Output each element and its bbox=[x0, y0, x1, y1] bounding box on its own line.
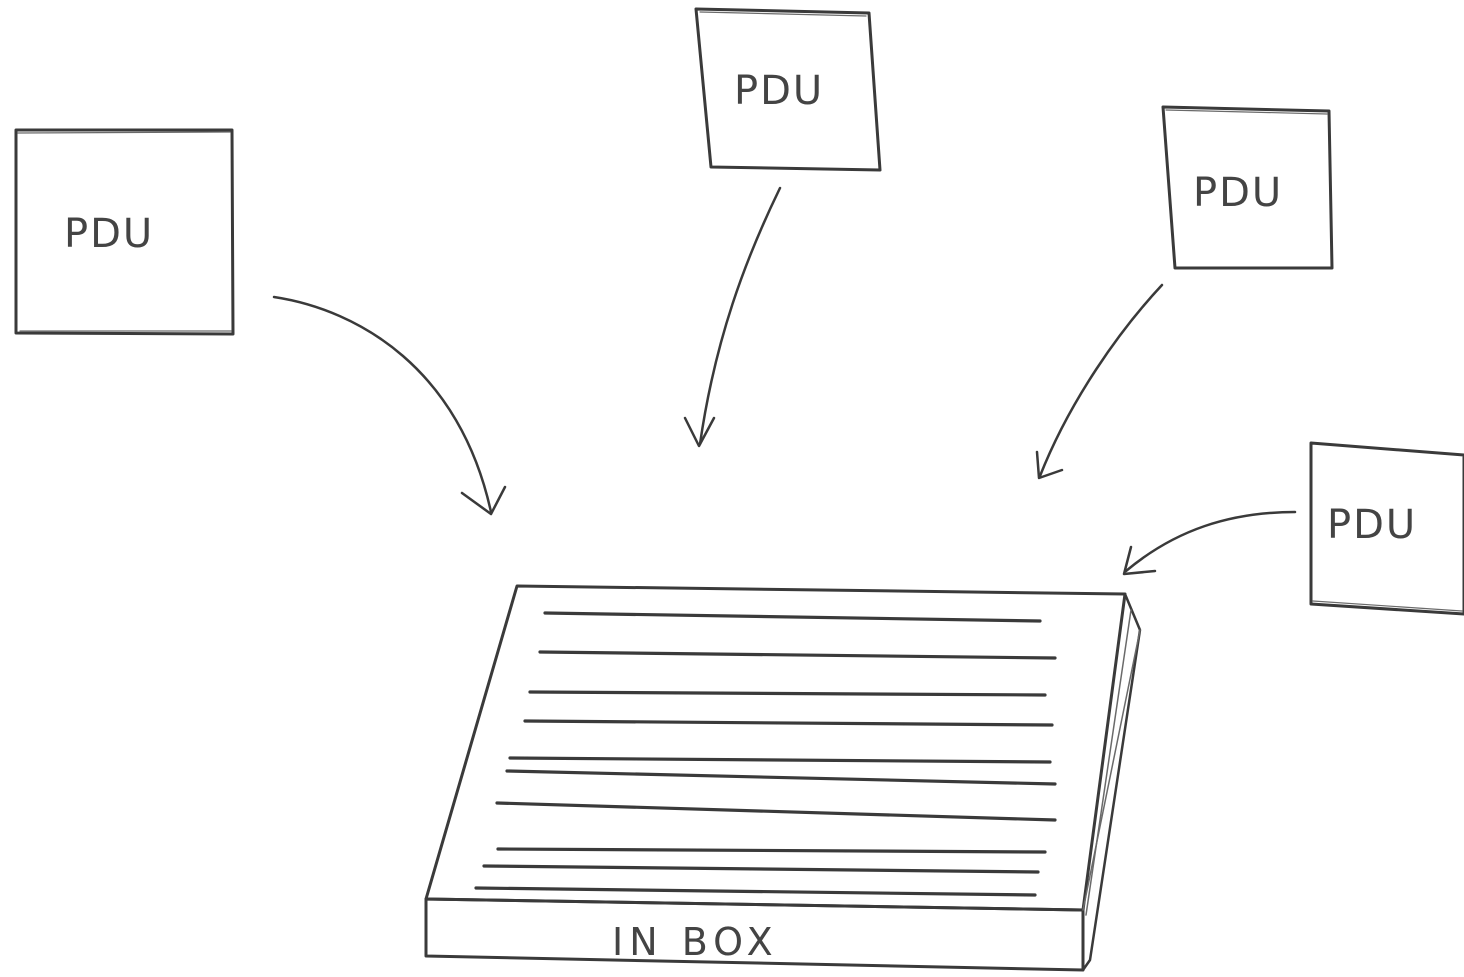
inbox-tray: IN BOX bbox=[424, 584, 1142, 972]
inbox-paper-lines bbox=[474, 611, 1057, 897]
pdu-box-3: PDU bbox=[1161, 105, 1334, 270]
inbox-label: IN BOX bbox=[612, 920, 779, 964]
arrow-1 bbox=[272, 295, 507, 516]
pdu-label-3: PDU bbox=[1193, 170, 1283, 216]
pdu-box-2: PDU bbox=[694, 7, 882, 172]
pdu-box-1: PDU bbox=[14, 128, 235, 336]
pdu-box-4: PDU bbox=[1309, 441, 1464, 616]
arrow-4 bbox=[1122, 510, 1297, 576]
arrow-3 bbox=[1035, 283, 1164, 480]
pdu-label-4: PDU bbox=[1327, 502, 1417, 548]
pdu-label-2: PDU bbox=[734, 68, 824, 114]
arrow-2 bbox=[683, 186, 782, 448]
pdu-label-1: PDU bbox=[64, 211, 154, 257]
